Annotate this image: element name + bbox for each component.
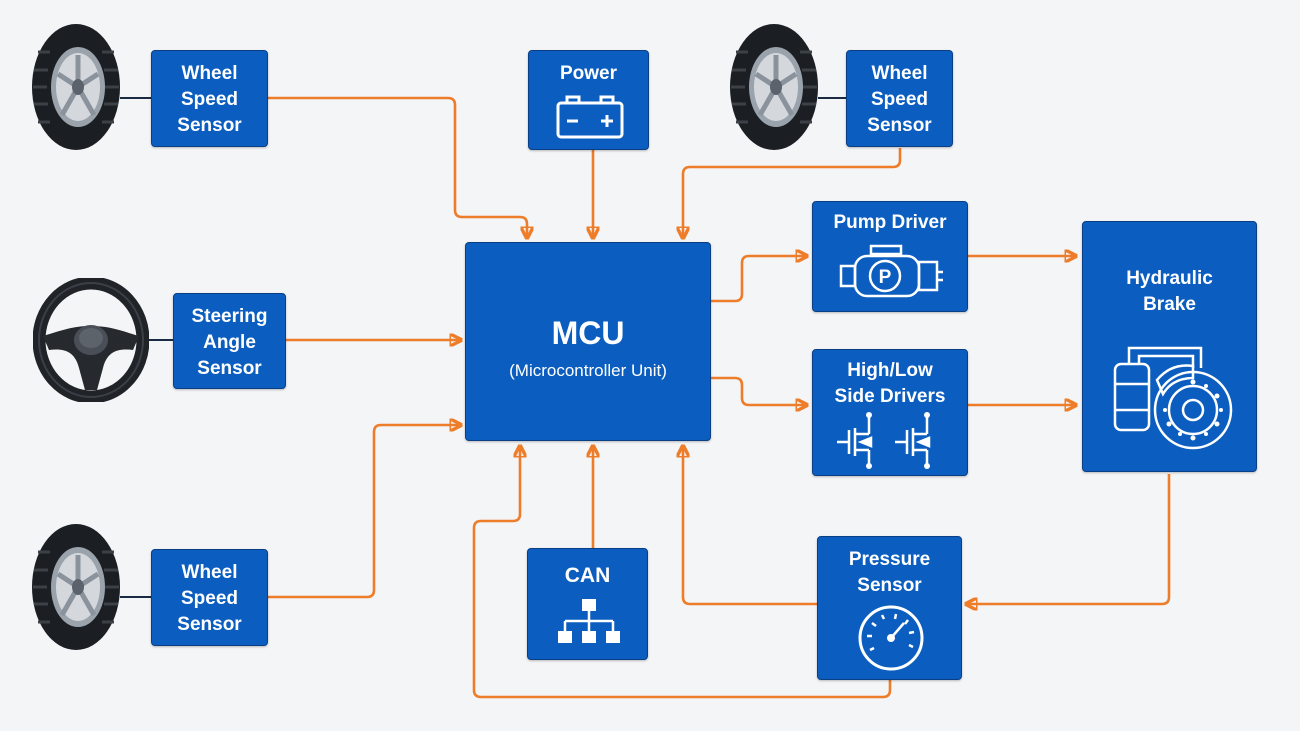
wheel-speed-sensor-top-right: Wheel Speed Sensor	[846, 50, 953, 147]
high-low-side-drivers-box: High/Low Side Drivers	[812, 349, 968, 476]
pump-driver-label: Pump Driver	[833, 212, 947, 233]
hydraulic-brake-box: Hydraulic Brake	[1082, 221, 1257, 472]
gauge-icon	[856, 603, 926, 673]
can-box: CAN	[527, 548, 648, 660]
pressure-sensor-box: Pressure Sensor	[817, 536, 962, 680]
svg-text:P: P	[879, 267, 892, 288]
pressure-sensor-label: Pressure Sensor	[848, 549, 931, 596]
mcu-subtitle: (Microcontroller Unit)	[509, 361, 667, 380]
high-low-side-drivers-label: High/Low Side Drivers	[834, 360, 946, 407]
wire-mcu-to-pump	[711, 256, 807, 303]
network-tree-icon	[556, 597, 622, 647]
wheel-speed-sensor-bottom-left: Wheel Speed Sensor	[151, 549, 268, 646]
wire-wheel-tr-to-mcu	[683, 148, 902, 238]
tire-icon	[30, 522, 122, 652]
wire-wheel-tl-to-mcu	[268, 96, 527, 238]
wheel-speed-sensor-label: Wheel Speed Sensor	[177, 562, 242, 635]
mcu-box: MCU (Microcontroller Unit)	[465, 242, 711, 441]
wire-wheel-bl-to-mcu	[268, 425, 461, 599]
tire-icon	[30, 22, 122, 152]
wire-brake-to-pressure	[966, 474, 1171, 604]
tire-icon	[728, 22, 820, 152]
wheel-speed-sensor-label: Wheel Speed Sensor	[177, 63, 242, 136]
pump-motor-icon: P	[837, 242, 945, 304]
wheel-speed-sensor-top-left: Wheel Speed Sensor	[151, 50, 268, 147]
steering-angle-sensor-label: Steering Angle Sensor	[191, 306, 268, 379]
mcu-title: MCU	[551, 315, 625, 351]
wire-pressure-to-mcu	[683, 446, 817, 606]
wheel-speed-sensor-label: Wheel Speed Sensor	[867, 63, 932, 136]
wire-mcu-to-drivers	[711, 376, 807, 405]
brake-caliper-icon	[1109, 334, 1237, 460]
can-label: CAN	[564, 564, 611, 587]
power-box: Power	[528, 50, 649, 150]
steering-wheel-icon	[33, 278, 149, 402]
wire-pressure-loop-to-mcu	[472, 446, 892, 699]
steering-angle-sensor: Steering Angle Sensor	[173, 293, 286, 389]
hydraulic-brake-label: Hydraulic Brake	[1126, 268, 1213, 315]
power-label: Power	[559, 63, 618, 84]
pump-driver-box: Pump Driver P	[812, 201, 968, 312]
transistor-icon	[833, 410, 949, 472]
battery-icon	[555, 93, 625, 141]
